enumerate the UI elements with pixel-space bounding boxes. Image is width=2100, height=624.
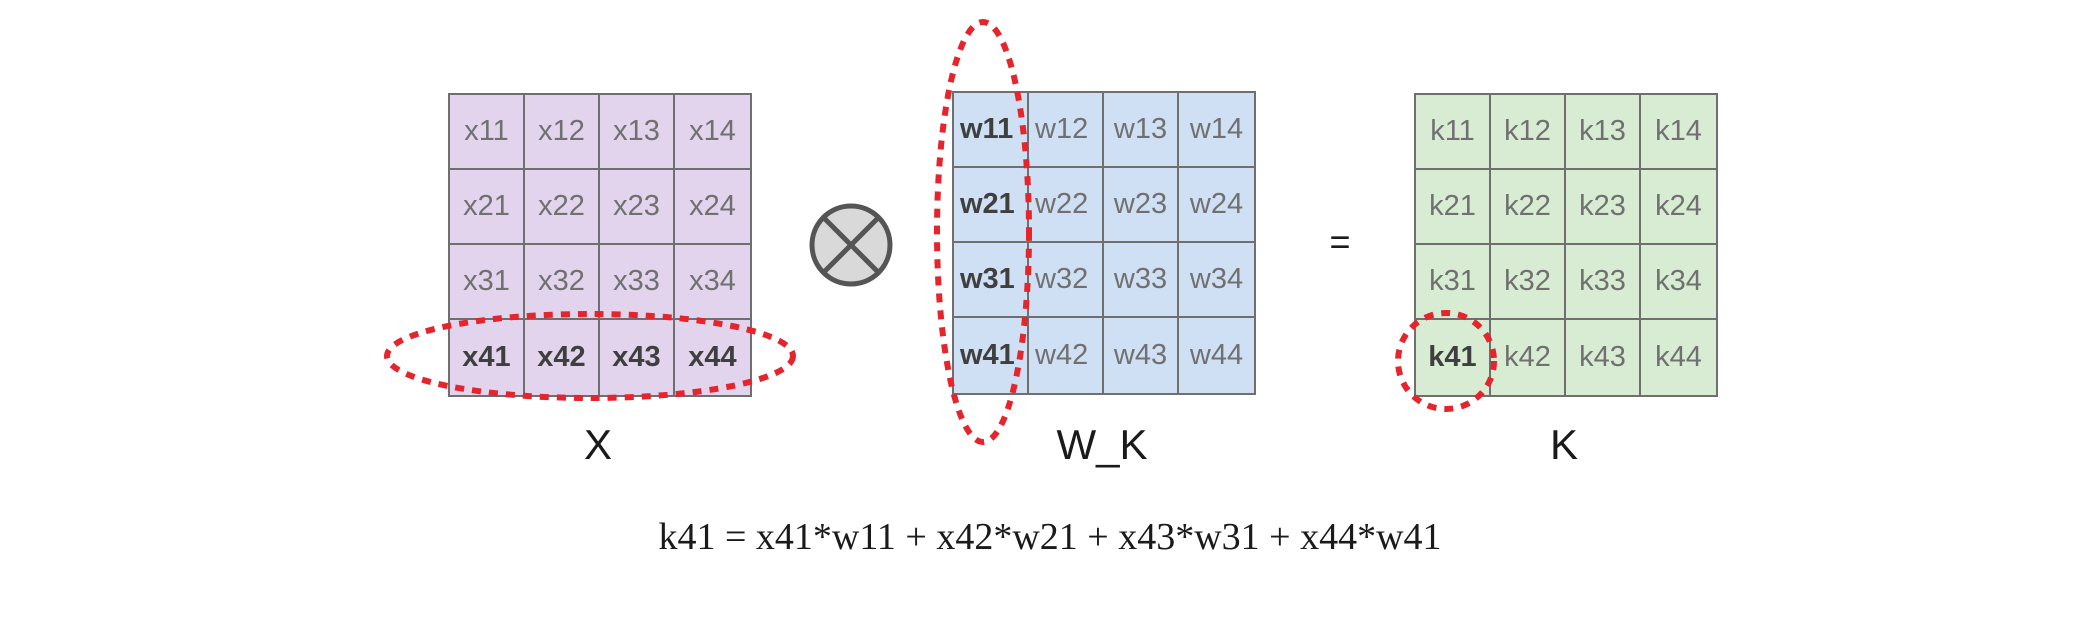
matrix-x-cell: x21 xyxy=(450,170,525,245)
matrix-x-cell-highlighted: x44 xyxy=(675,320,750,395)
matrix-x-label: X xyxy=(583,421,612,468)
matrix-x-cell: x31 xyxy=(450,245,525,320)
matrix-x-cell: x13 xyxy=(600,95,675,170)
matrix-k-cell: k31 xyxy=(1416,245,1491,320)
matrix-w-k-cell: w33 xyxy=(1104,243,1179,318)
matrix-k-cell-highlighted: k41 xyxy=(1416,320,1491,395)
matrix-w-k-label: W_K xyxy=(1056,421,1148,468)
matrix-k-cell: k21 xyxy=(1416,170,1491,245)
matrix-x-cell-highlighted: x42 xyxy=(525,320,600,395)
matrix-w-k-cell: w32 xyxy=(1029,243,1104,318)
matrix-w-k-cell-highlighted: w21 xyxy=(954,168,1029,243)
matrix-w-k-cell: w34 xyxy=(1179,243,1254,318)
matrix-k-cell: k32 xyxy=(1491,245,1566,320)
matrix-x-cell: x12 xyxy=(525,95,600,170)
equals-sign: = xyxy=(1329,221,1351,262)
matrix-k-cell: k11 xyxy=(1416,95,1491,170)
matrix-k: k11 k12 k13 k14 k21 k22 k23 k24 k31 k32 … xyxy=(1414,93,1718,397)
matrix-w-k-cell-highlighted: w31 xyxy=(954,243,1029,318)
matrix-x-cell-highlighted: x43 xyxy=(600,320,675,395)
matrix-w-k-cell: w42 xyxy=(1029,318,1104,393)
matrix-w-k-cell: w43 xyxy=(1104,318,1179,393)
matrix-x-cell: x24 xyxy=(675,170,750,245)
matrix-x-cell: x11 xyxy=(450,95,525,170)
matrix-w-k-cell: w44 xyxy=(1179,318,1254,393)
matrix-x-cell: x33 xyxy=(600,245,675,320)
matrix-k-cell: k24 xyxy=(1641,170,1716,245)
matrix-w-k-cell: w13 xyxy=(1104,93,1179,168)
matrix-x-cell: x23 xyxy=(600,170,675,245)
matrix-k-cell: k13 xyxy=(1566,95,1641,170)
matrix-k-cell: k33 xyxy=(1566,245,1641,320)
matrix-w-k: w11 w12 w13 w14 w21 w22 w23 w24 w31 w32 … xyxy=(952,91,1256,395)
matrix-k-cell: k43 xyxy=(1566,320,1641,395)
matrix-w-k-cell: w14 xyxy=(1179,93,1254,168)
matrix-x-cell: x32 xyxy=(525,245,600,320)
matrix-w-k-cell: w22 xyxy=(1029,168,1104,243)
matrix-k-cell: k42 xyxy=(1491,320,1566,395)
matrix-x-cell: x14 xyxy=(675,95,750,170)
matrix-x-cell: x22 xyxy=(525,170,600,245)
matrix-k-cell: k44 xyxy=(1641,320,1716,395)
matrix-k-cell: k34 xyxy=(1641,245,1716,320)
matrix-w-k-cell-highlighted: w41 xyxy=(954,318,1029,393)
matrix-x: x11 x12 x13 x14 x21 x22 x23 x24 x31 x32 … xyxy=(448,93,752,397)
matrix-w-k-cell: w12 xyxy=(1029,93,1104,168)
circled-times-icon xyxy=(809,203,893,287)
formula-text: k41 = x41*w11 + x42*w21 + x43*w31 + x44*… xyxy=(658,516,1442,558)
matrix-k-cell: k22 xyxy=(1491,170,1566,245)
matrix-k-label: K xyxy=(1549,421,1578,468)
matrix-w-k-cell: w24 xyxy=(1179,168,1254,243)
matrix-x-cell: x34 xyxy=(675,245,750,320)
matrix-w-k-cell: w23 xyxy=(1104,168,1179,243)
matrix-k-cell: k14 xyxy=(1641,95,1716,170)
matrix-k-cell: k23 xyxy=(1566,170,1641,245)
matrix-w-k-cell-highlighted: w11 xyxy=(954,93,1029,168)
matrix-k-cell: k12 xyxy=(1491,95,1566,170)
matrix-x-cell-highlighted: x41 xyxy=(450,320,525,395)
